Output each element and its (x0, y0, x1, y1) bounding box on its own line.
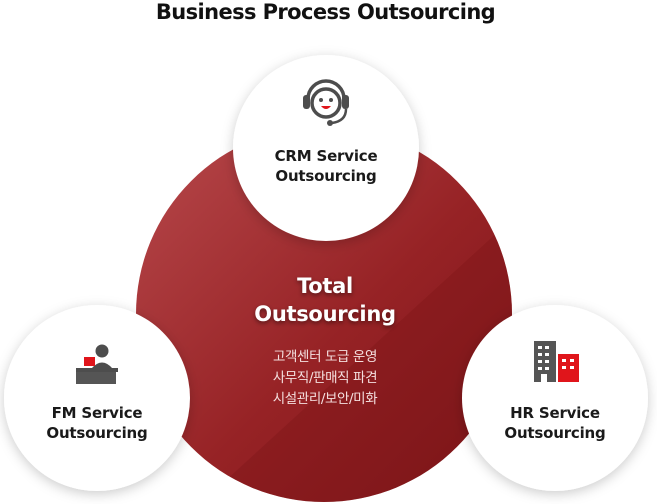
diagram-title: Business Process Outsourcing (155, 0, 496, 24)
fm-label-line2: Outsourcing (46, 424, 148, 442)
office-worker-icon (76, 344, 118, 384)
hr-label-line2: Outsourcing (504, 424, 606, 442)
buildings-icon (534, 341, 579, 382)
center-description: 고객센터 도급 운영 사무직/판매직 파견 시설관리/보안/미화 (230, 347, 420, 410)
headset-icon (303, 79, 349, 126)
crm-label: CRM Service Outsourcing (246, 146, 406, 186)
center-title-line1: Total (297, 274, 353, 298)
hr-label: HR Service Outsourcing (475, 403, 635, 443)
center-title-line2: Outsourcing (254, 302, 396, 326)
fm-label: FM Service Outsourcing (17, 403, 177, 443)
center-desc-line: 사무직/판매직 파견 (272, 370, 378, 386)
center-title: Total Outsourcing (230, 274, 420, 326)
center-circle (136, 126, 512, 502)
fm-circle (4, 305, 190, 491)
hr-circle (462, 305, 648, 491)
fm-label-line1: FM Service (51, 404, 143, 422)
crm-circle (233, 55, 419, 241)
center-shade (200, 230, 512, 502)
center-desc-line: 시설관리/보안/미화 (272, 391, 378, 407)
crm-label-line2: Outsourcing (275, 167, 377, 185)
crm-label-line1: CRM Service (274, 147, 378, 165)
hr-label-line1: HR Service (510, 404, 600, 422)
center-desc-line: 고객센터 도급 운영 (273, 349, 377, 365)
